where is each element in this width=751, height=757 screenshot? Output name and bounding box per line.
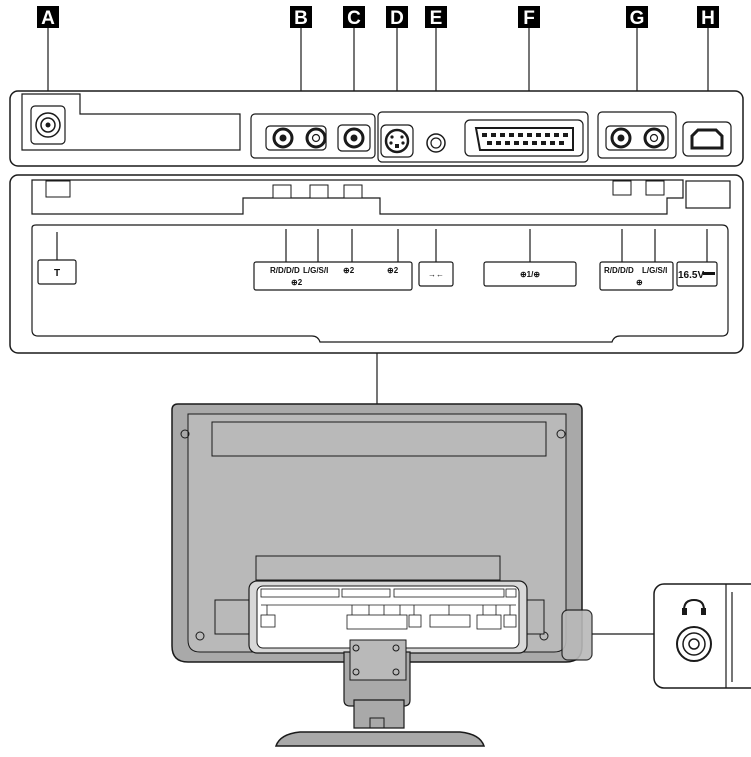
- svg-text:D: D: [390, 8, 404, 29]
- svg-text:A: A: [41, 8, 55, 29]
- antenna-connector-icon: [30, 105, 66, 145]
- svg-text:H: H: [701, 8, 715, 29]
- video-input-label: ⊕2: [343, 266, 355, 275]
- audio-out-jack-icon: [605, 125, 669, 151]
- ilink-label: →←: [428, 270, 444, 279]
- video-jack-icon: [337, 124, 371, 152]
- component-label-1: R/D/D/D: [270, 266, 300, 275]
- scart-label: ⊕1/⊕: [520, 270, 540, 279]
- letter-labels: A B C D E F G H: [37, 6, 719, 29]
- svg-text:E: E: [430, 8, 443, 29]
- svideo-input-label: ⊕2: [387, 266, 399, 275]
- svg-text:C: C: [347, 8, 361, 29]
- component-input-label: ⊕2: [291, 278, 303, 287]
- scart-connector-icon: [464, 119, 584, 157]
- headphone-icon: [682, 598, 706, 615]
- antenna-bay: [21, 93, 241, 151]
- letter-label-g: G: [626, 6, 648, 29]
- connector-strip: [9, 90, 744, 167]
- antenna-symbol: T: [54, 268, 60, 279]
- audio-out-label-2: L/G/S/I: [642, 266, 667, 275]
- label-panel: T R/D/D/D L/G/S/I ⊕2 ⊕2 ⊕2 →← ⊕1/⊕ R/D/D…: [9, 174, 744, 354]
- svg-text:G: G: [630, 8, 645, 29]
- headphone-jack-icon: [676, 626, 712, 662]
- svideo-connector-icon: [380, 124, 414, 158]
- letter-label-d: D: [386, 6, 408, 29]
- power-label: 16.5V: [678, 270, 704, 281]
- letter-label-b: B: [290, 6, 312, 29]
- headphone-callout: [561, 583, 751, 689]
- audio-out-label-1: R/D/D/D: [604, 266, 634, 275]
- letter-label-h: H: [697, 6, 719, 29]
- letter-label-e: E: [425, 6, 447, 29]
- audio-out-symbol: ⊕: [636, 278, 643, 287]
- component-label-2: L/G/S/I: [303, 266, 328, 275]
- rca-jack-icon: [265, 125, 327, 151]
- svg-text:F: F: [523, 8, 535, 29]
- svg-text:B: B: [294, 8, 308, 29]
- ilink-jack-icon: [426, 133, 446, 153]
- letter-label-f: F: [518, 6, 540, 29]
- power-connector-icon: [682, 121, 732, 157]
- tv-back-illustration: [171, 403, 583, 747]
- letter-label-c: C: [343, 6, 365, 29]
- letter-label-a: A: [37, 6, 59, 29]
